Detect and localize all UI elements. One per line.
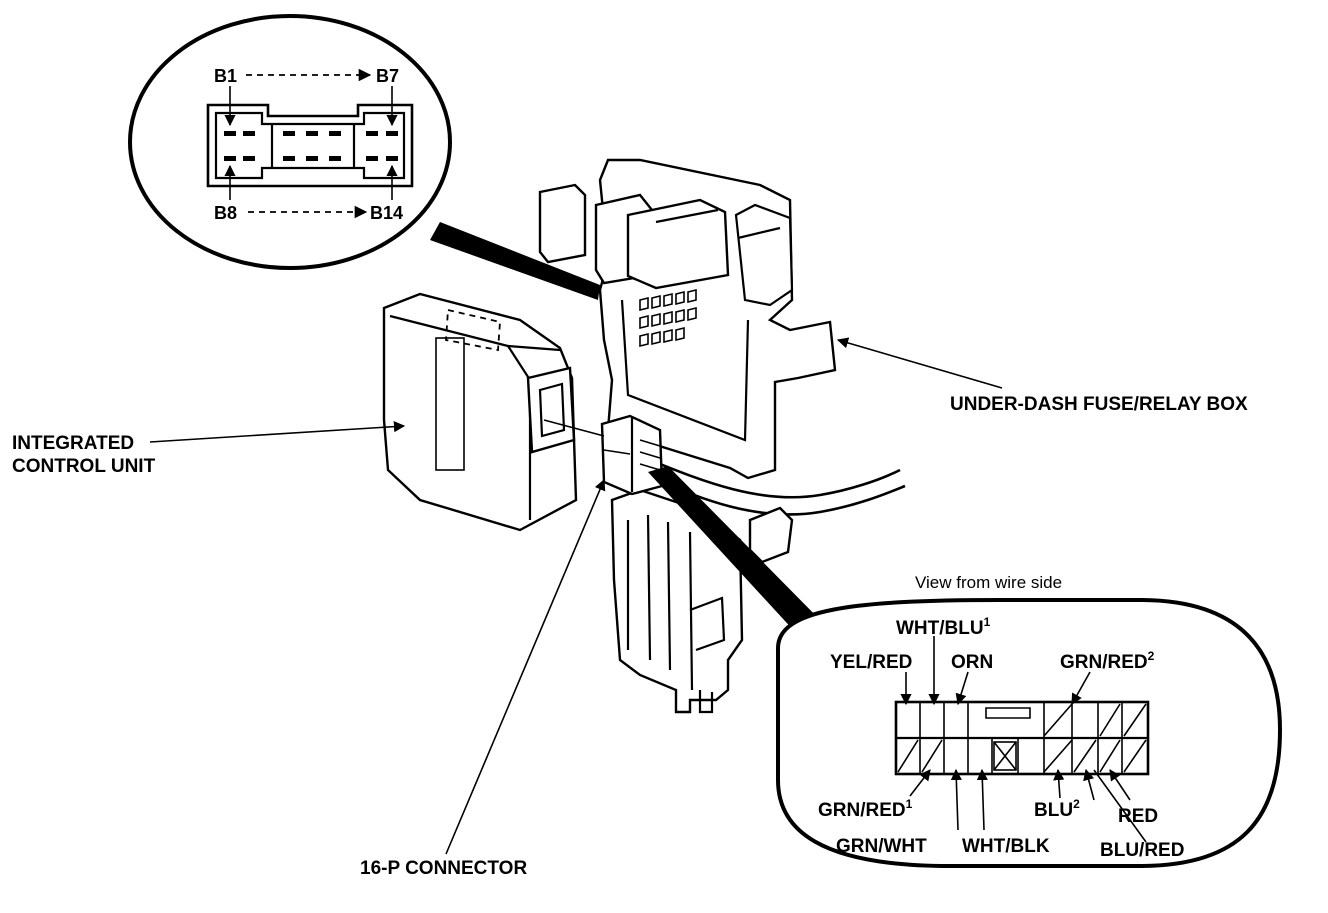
icu-label-plate [435,337,465,471]
wire-label-wht-blk: WHT/BLK [962,836,1050,857]
callout-bubble-bottom [776,598,1283,868]
pin-row-top [224,131,398,136]
label-icu-line2: CONTROL UNIT [12,456,156,477]
callout-pointer-bottom [648,466,830,646]
pin-label-b14: B14 [370,203,403,223]
fuse-grid [639,288,697,348]
wire-label-blu-2: BLU2 [1034,797,1080,821]
pin-row-bottom [224,156,398,161]
pin-label-b7: B7 [376,66,399,86]
icu-connector-callout: B1 B7 B8 B14 [128,14,600,300]
icu-connector-lead [543,419,605,437]
label-icu-line1: INTEGRATED [12,433,134,454]
label-16p-connector: 16-P CONNECTOR [360,858,527,879]
connector-callout: View from wire side [648,466,1283,868]
view-note: View from wire side [915,573,1062,592]
wire-label-yel-red: YEL/RED [830,652,912,673]
label-fuse-box: UNDER-DASH FUSE/RELAY BOX [950,394,1248,415]
sixteen-pin-connector-face [894,700,1150,776]
wire-label-blu-red: BLU/RED [1100,840,1184,861]
sixteen-pin-connector-body [600,414,664,496]
callout-pointer-top [430,222,600,300]
leader-16p-connector [445,478,606,855]
integrated-control-unit-box [382,292,578,532]
pin-label-b8: B8 [214,203,237,223]
wire-label-grn-wht: GRN/WHT [836,836,927,857]
leader-icu [149,421,406,443]
callout-bubble-top [128,14,452,270]
wire-label-grn-red-1: GRN/RED1 [818,797,913,821]
wire-label-wht-blu: WHT/BLU1 [896,615,991,639]
under-dash-fuse-relay-box [538,158,906,714]
component-labels: INTEGRATED CONTROL UNIT UNDER-DASH FUSE/… [12,337,1248,879]
pin-label-b1: B1 [214,66,237,86]
wire-label-grn-red-2: GRN/RED2 [1060,649,1155,673]
icu-connector-face [206,103,414,188]
leader-fuse-box [836,337,1003,389]
wire-label-orn: ORN [951,652,993,673]
wire-label-red: RED [1118,806,1158,827]
